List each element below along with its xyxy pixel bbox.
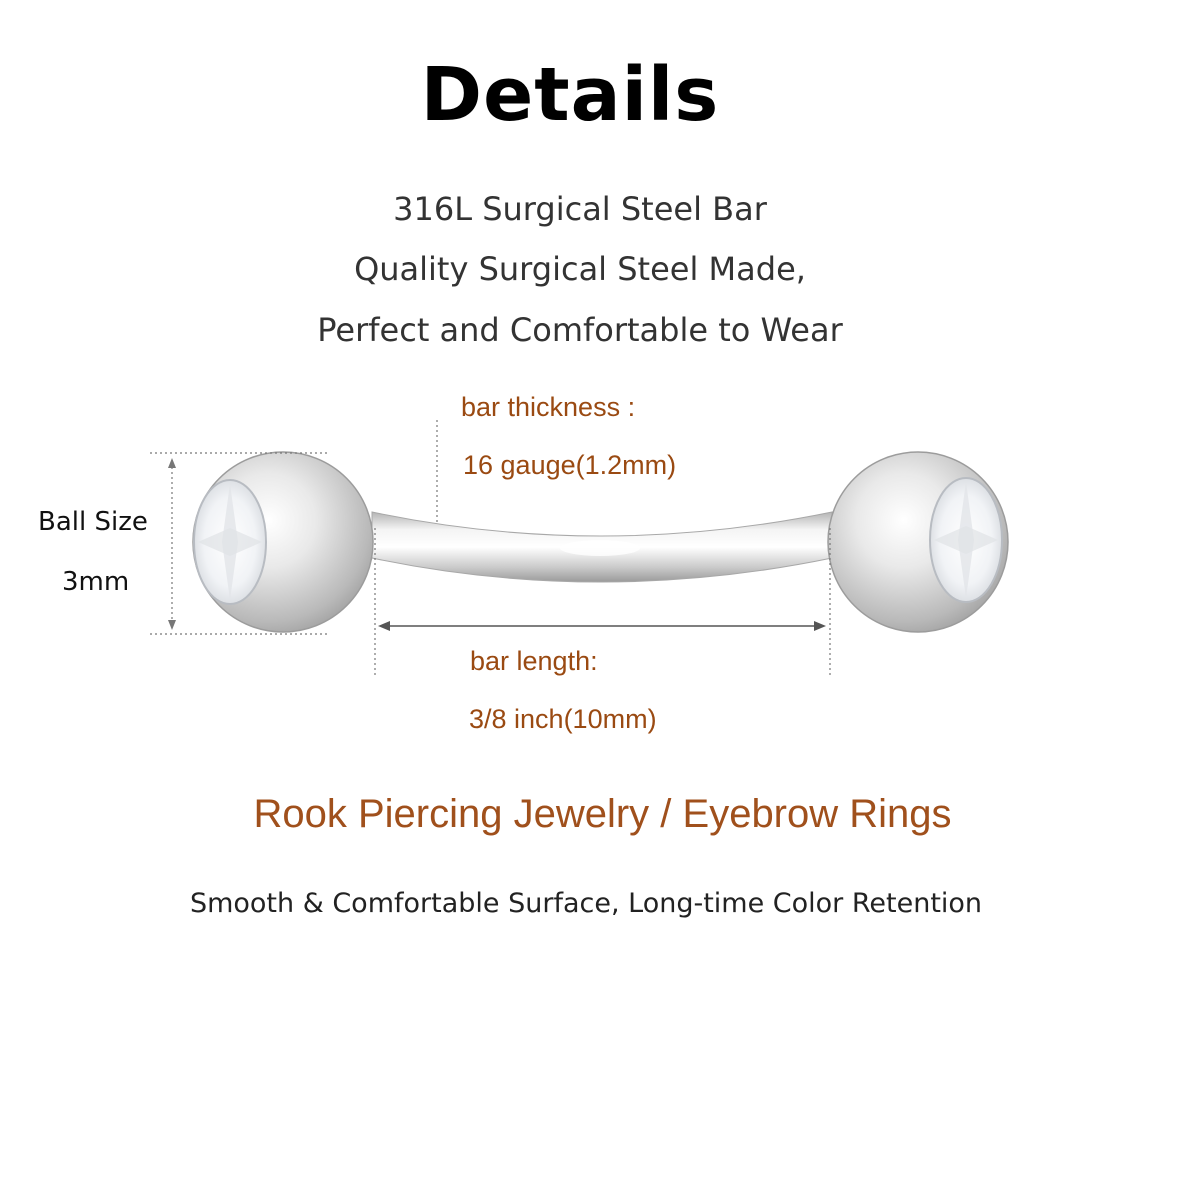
bar-thickness-value: 16 gauge(1.2mm) (463, 450, 677, 480)
feature-summary: Smooth & Comfortable Surface, Long-time … (189, 888, 983, 919)
ball-size-label: Ball Size (38, 507, 148, 537)
intro-line-quality: Quality Surgical Steel Made, (354, 250, 806, 288)
intro-line-comfort: Perfect and Comfortable to Wear (317, 311, 843, 349)
page-title: Details (420, 52, 720, 138)
bar-length-arrow-left (378, 621, 390, 631)
intro-line-material: 316L Surgical Steel Bar (393, 190, 767, 228)
bar-length-label: bar length: (470, 646, 598, 676)
bar-length-value: 3/8 inch(10mm) (469, 704, 657, 734)
right-ball (827, 451, 1009, 633)
product-name: Rook Piercing Jewelry / Eyebrow Rings (253, 792, 952, 836)
bar-length-arrow-right (814, 621, 826, 631)
ball-size-arrow-down (168, 620, 176, 630)
left-ball (192, 451, 374, 633)
ball-size-value: 3mm (62, 567, 130, 597)
ball-size-guides (150, 452, 330, 635)
ball-size-arrow-up (168, 458, 176, 468)
bar-thickness-label: bar thickness : (461, 392, 636, 422)
